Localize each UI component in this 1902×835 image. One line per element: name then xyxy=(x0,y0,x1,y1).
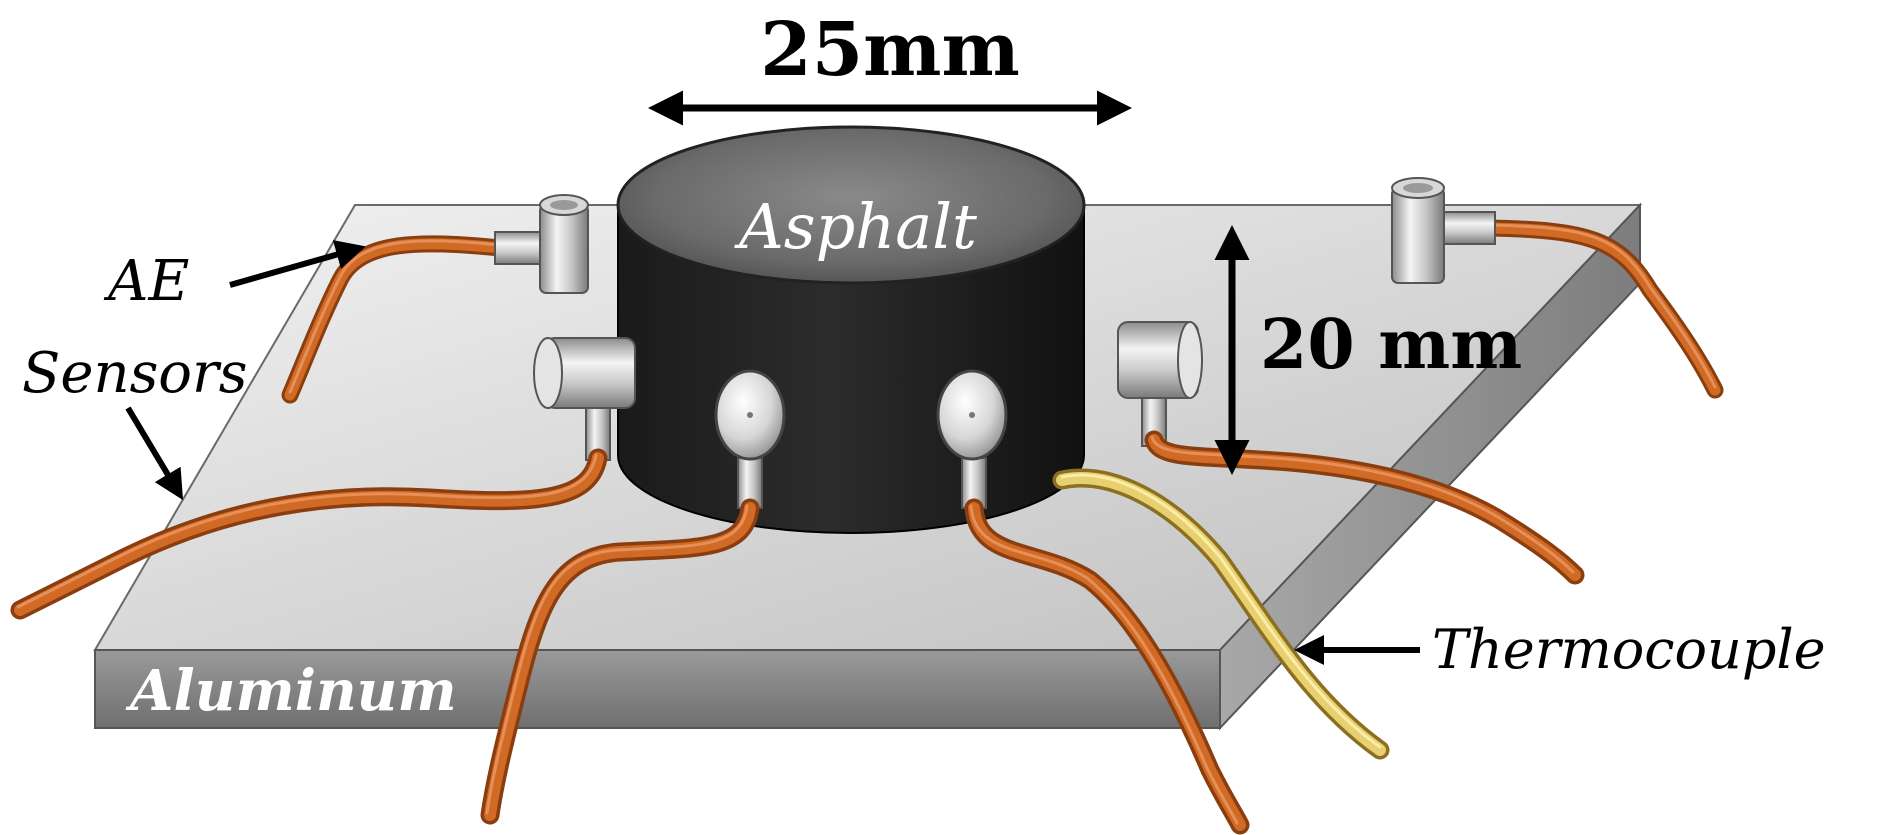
ae-sensor-front-left xyxy=(714,369,786,509)
specimen-top xyxy=(616,125,1086,285)
ae-pointer-arrows xyxy=(125,240,366,501)
specimen-label: Asphalt xyxy=(734,190,977,263)
thermocouple-label: Thermocouple xyxy=(1432,618,1826,681)
ae-sensor-top-right xyxy=(1391,177,1496,284)
height-label: 20 mm xyxy=(1260,305,1522,385)
cables-front xyxy=(10,430,1585,835)
ae-label-line2: Sensors xyxy=(22,341,248,406)
asphalt-specimen xyxy=(616,125,1086,534)
plate-label: Aluminum xyxy=(125,658,457,724)
ae-label-line1: AE xyxy=(103,249,189,314)
thermocouple-wire xyxy=(1052,468,1390,760)
ae-sensor-top-left xyxy=(494,194,589,294)
cables-back xyxy=(281,219,1724,404)
width-label: 25mm xyxy=(760,7,1020,93)
